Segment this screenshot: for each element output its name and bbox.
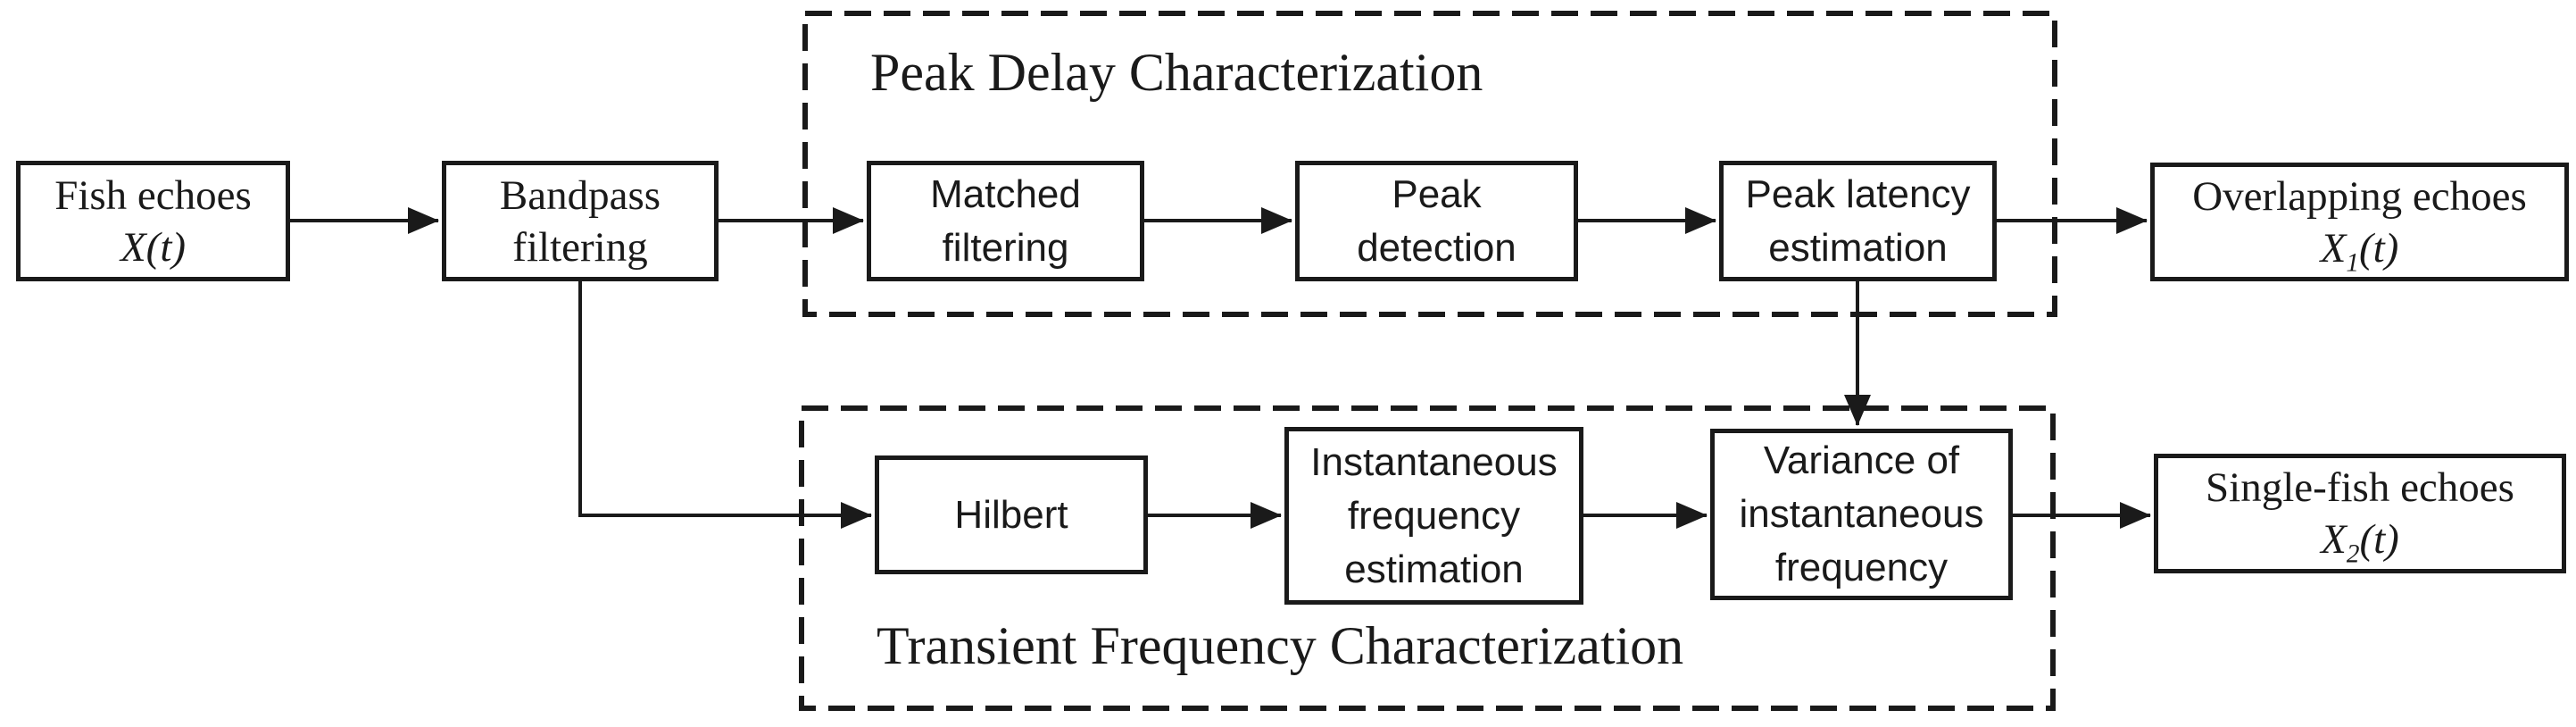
- node-single-fish-echoes: Single-fish echoes X2(t): [2154, 454, 2566, 573]
- peak-delay-group-border: [802, 11, 2057, 317]
- node-peak-latency-estimation: Peak latency estimation: [1719, 161, 1997, 281]
- variance-label-line3: frequency: [1774, 546, 1949, 589]
- inst-freq-label-line2: frequency: [1347, 493, 1521, 538]
- math-base: X: [120, 223, 146, 271]
- variance-label-line1: Variance of: [1763, 439, 1960, 482]
- arrow-bandpass-to-hilbert: [578, 280, 872, 529]
- node-peak-detection: Peak detection: [1295, 161, 1578, 281]
- math-subscript: 1: [2346, 247, 2359, 277]
- peak-latency-label-line1: Peak latency: [1745, 171, 1971, 216]
- node-hilbert: Hilbert: [875, 455, 1148, 574]
- math-base: X: [2320, 224, 2347, 272]
- node-instantaneous-frequency-estimation: Instantaneous frequency estimation: [1284, 427, 1583, 605]
- node-bandpass-filtering: Bandpass filtering: [442, 161, 719, 281]
- peak-detection-label-line1: Peak: [1392, 171, 1482, 216]
- math-args: (t): [2358, 224, 2399, 272]
- inst-freq-label-line1: Instantaneous: [1310, 439, 1558, 484]
- peak-latency-label-line2: estimation: [1768, 225, 1948, 270]
- matched-label-line2: filtering: [942, 225, 1069, 270]
- node-overlapping-echoes: Overlapping echoes X1(t): [2150, 163, 2569, 281]
- math-args: (t): [145, 223, 187, 271]
- fish-echoes-math: X(t): [120, 221, 186, 273]
- node-matched-filtering: Matched filtering: [867, 161, 1144, 281]
- bandpass-label-line2: filtering: [512, 223, 648, 271]
- overlapping-echoes-label: Overlapping echoes: [2192, 172, 2527, 220]
- matched-label-line1: Matched: [930, 171, 1081, 216]
- math-base: X: [2321, 516, 2347, 563]
- single-fish-echoes-label: Single-fish echoes: [2206, 464, 2514, 511]
- peak-detection-label-line2: detection: [1357, 225, 1517, 270]
- inst-freq-label-line3: estimation: [1344, 547, 1524, 591]
- fish-echoes-label: Fish echoes: [54, 171, 252, 219]
- transient-frequency-group-border: [799, 405, 2056, 711]
- overlapping-echoes-math: X1(t): [2320, 222, 2399, 277]
- math-subscript: 2: [2346, 539, 2360, 569]
- single-fish-echoes-math: X2(t): [2321, 514, 2399, 569]
- hilbert-label: Hilbert: [954, 492, 1068, 537]
- math-args: (t): [2359, 516, 2399, 563]
- peak-delay-group-title: Peak Delay Characterization: [870, 43, 1483, 102]
- transient-frequency-group-title: Transient Frequency Characterization: [877, 616, 1684, 675]
- node-fish-echoes: Fish echoes X(t): [16, 161, 290, 281]
- bandpass-label-line1: Bandpass: [499, 171, 661, 219]
- node-variance-of-instantaneous-frequency: Variance of instantaneous frequency: [1710, 429, 2013, 600]
- variance-label-line2: instantaneous: [1739, 492, 1984, 536]
